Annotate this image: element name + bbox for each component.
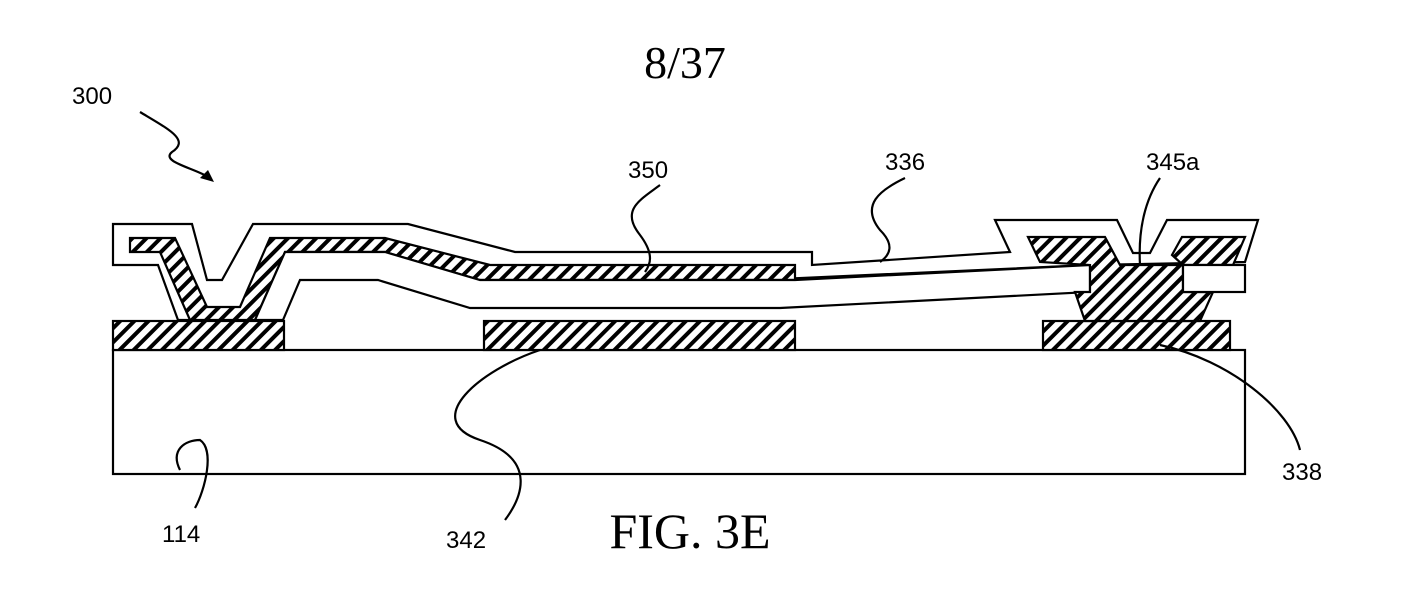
contact-pad-338: [1043, 321, 1230, 350]
label-114: 114: [162, 521, 200, 548]
right-hatch-strip: [1172, 237, 1245, 265]
substrate-114: [113, 350, 1245, 474]
right-box: [1183, 265, 1245, 292]
leader-336: [872, 178, 905, 262]
bottom-electrode-342: [484, 321, 795, 350]
arrow-head-icon: [200, 170, 214, 182]
page-number: 8/37: [644, 37, 726, 88]
label-336: 336: [885, 149, 925, 176]
label-300: 300: [72, 83, 112, 110]
label-345a: 345a: [1146, 149, 1200, 176]
label-338: 338: [1282, 459, 1322, 486]
label-342: 342: [446, 527, 486, 554]
leader-300: [140, 112, 210, 178]
left-pad: [113, 321, 284, 350]
figure-caption: FIG. 3E: [609, 503, 770, 559]
label-350: 350: [628, 157, 668, 184]
